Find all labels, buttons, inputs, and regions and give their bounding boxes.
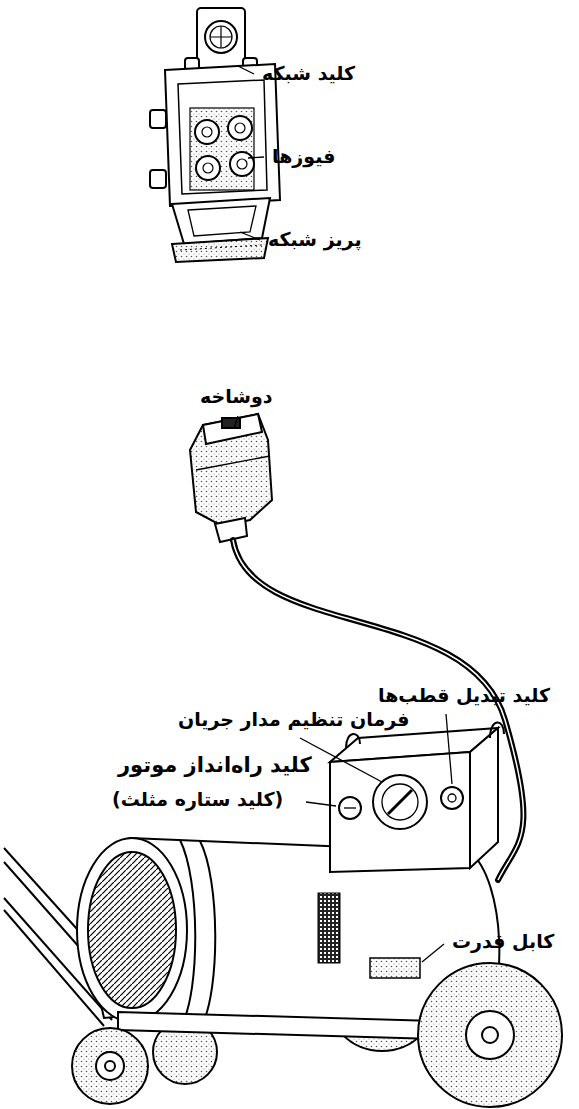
control-box — [373, 775, 427, 829]
mains-switch-unit — [195, 120, 219, 144]
part-label: کلید تبدیل قطب‌ها — [378, 684, 550, 708]
motor-body — [200, 841, 215, 1025]
control-box — [388, 790, 412, 814]
mains-switch-unit — [237, 159, 247, 169]
mains-switch-unit — [165, 64, 280, 206]
leader-line — [422, 944, 444, 962]
mains-switch-unit — [172, 198, 270, 244]
mains-switch-unit — [230, 152, 254, 176]
motor-body — [77, 838, 187, 1022]
mains-switch-unit — [150, 170, 166, 188]
wheel-drawing — [96, 1052, 124, 1080]
control-box — [490, 722, 504, 738]
mains-switch-unit — [235, 123, 245, 133]
mains-switch-unit — [210, 26, 232, 48]
leader-line — [238, 66, 254, 74]
leader-line — [446, 714, 452, 784]
leader-line — [234, 66, 452, 962]
control-box — [330, 722, 504, 872]
mains-switch-unit — [172, 238, 268, 262]
mains-switch-unit — [180, 245, 262, 250]
mains-switch-unit — [197, 8, 245, 68]
part-label: دوشاخه — [200, 385, 273, 409]
wheel-drawing — [418, 963, 562, 1107]
mains-switch-unit — [196, 156, 220, 180]
control-box — [339, 797, 361, 819]
mains-switch-unit — [178, 80, 267, 194]
control-box — [441, 787, 463, 809]
motor-body — [318, 893, 340, 963]
motor-body — [370, 958, 420, 978]
part-label: (کلید ستاره مثلث) — [112, 788, 283, 812]
part-label: کابل قدرت — [452, 930, 554, 954]
control-box — [382, 784, 418, 820]
plug-drawing — [190, 414, 272, 542]
part-label: فرمان تنظیم مدار جریان — [178, 708, 409, 732]
wheel-drawing — [72, 1028, 148, 1104]
wheel-drawing — [72, 963, 562, 1107]
mains-switch-unit — [188, 206, 256, 236]
mains-switch-unit — [210, 26, 232, 48]
motor-body — [88, 852, 176, 1008]
leader-line — [240, 232, 260, 240]
plug-drawing — [196, 456, 270, 470]
mains-switch-unit — [203, 163, 213, 173]
part-label: پریز شبکه — [268, 228, 362, 252]
part-label: فیوزها — [272, 145, 335, 169]
mains-switch-unit — [205, 21, 237, 53]
control-box — [344, 807, 356, 808]
wheel-drawing — [482, 1027, 498, 1043]
plug-drawing — [190, 414, 272, 526]
mains-switch-unit — [150, 110, 166, 128]
part-label: کلید راه‌انداز موتور — [118, 752, 312, 778]
plug-drawing — [203, 414, 262, 444]
mains-switch-unit — [150, 8, 280, 262]
mains-switch-unit — [228, 116, 252, 140]
mains-switch-unit — [202, 127, 212, 137]
wheel-drawing — [466, 1011, 514, 1059]
control-box — [470, 728, 498, 868]
leader-line — [306, 802, 336, 806]
mains-switch-unit — [190, 108, 254, 190]
part-label: کلید شبکه — [262, 62, 355, 86]
leader-line — [248, 157, 264, 158]
leader-line — [234, 416, 238, 428]
control-box — [330, 752, 470, 872]
control-box — [346, 734, 360, 748]
control-box — [448, 794, 456, 802]
leader-line — [300, 738, 382, 782]
wheel-drawing — [105, 1061, 115, 1071]
